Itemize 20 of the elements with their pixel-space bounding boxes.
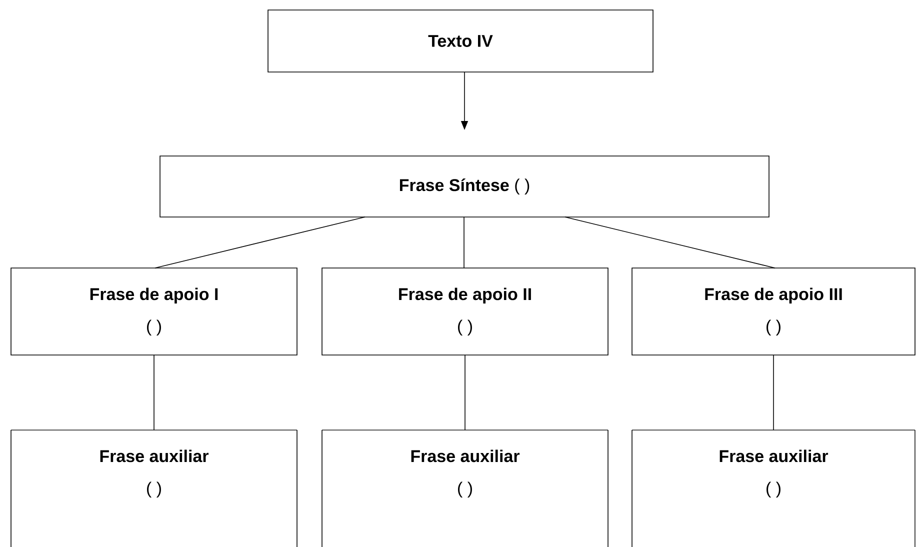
text-box [632,268,916,356]
text-box [632,430,916,547]
text-box [268,10,654,72]
connector-line [773,354,774,430]
box-label: Texto IV [428,35,493,47]
text-box [10,268,298,356]
text-box [10,430,298,547]
box-label: Frase de apoio III ( ) [705,288,842,336]
text-box [160,156,770,218]
text-box [322,268,608,356]
box-label: Frase de apoio II ( ) [399,288,531,336]
box-label: Frase auxiliar ( ) [411,450,520,498]
box-label: Frase auxiliar ( ) [100,450,209,498]
box-label: Frase de apoio I ( ) [90,288,218,336]
connector-line [464,354,466,430]
connector-line [154,216,366,268]
text-box [322,430,608,547]
box-label: Frase auxiliar ( ) [720,450,828,498]
connector-line [564,216,776,268]
box-label: Frase Síntese ( ) [400,178,530,194]
